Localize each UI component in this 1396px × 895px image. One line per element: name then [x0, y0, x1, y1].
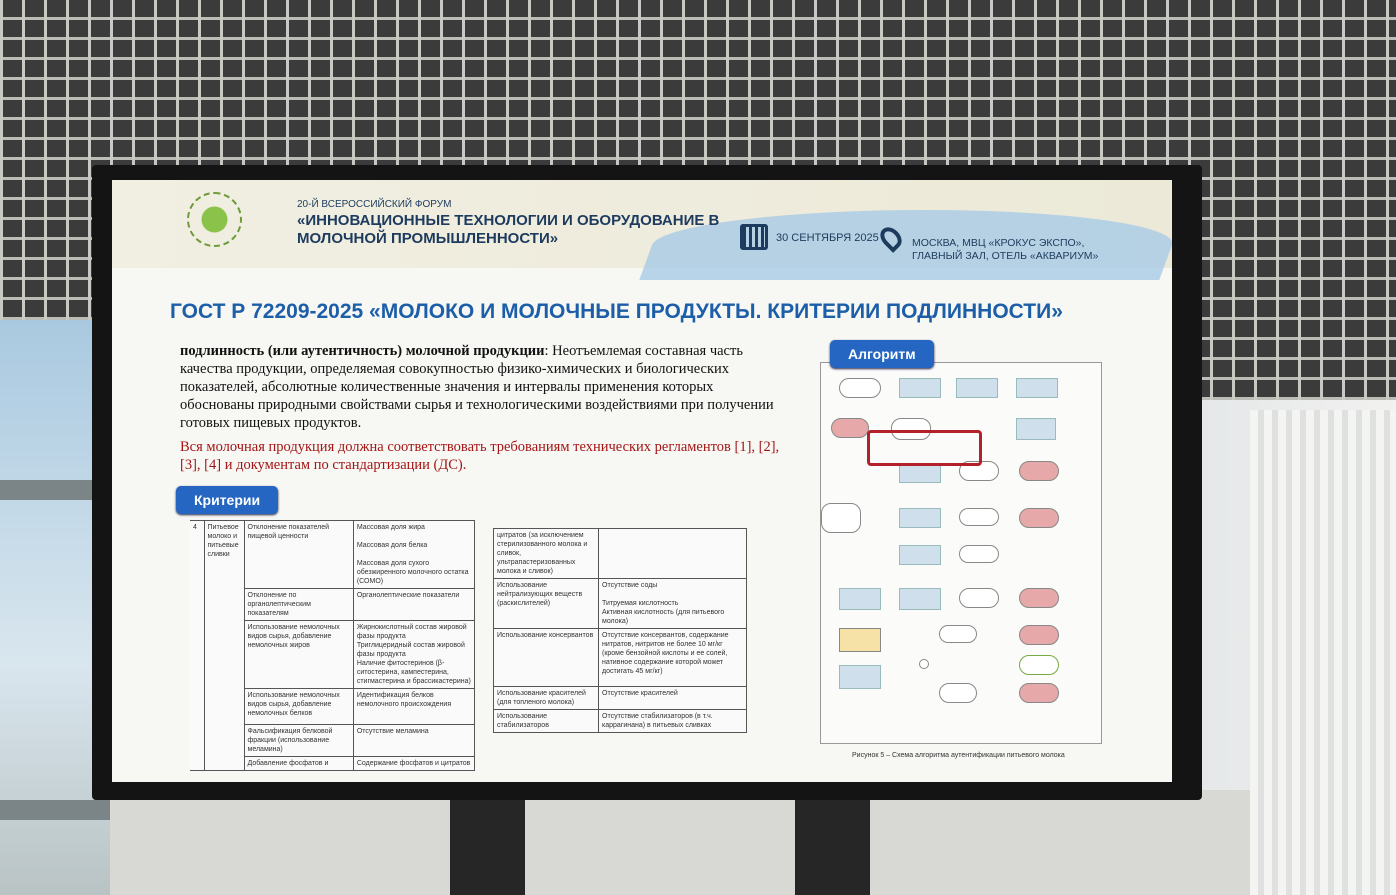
definition-paragraph: подлинность (или аутентичность) молочной…	[180, 342, 790, 432]
cell: Использование немолочных видов сырья, до…	[243, 620, 354, 689]
figure-caption: Рисунок 5 – Схема алгоритма аутентификац…	[852, 752, 1065, 759]
place-line: МОСКВА, МВЦ «КРОКУС ЭКСПО»,	[912, 237, 1085, 249]
flow-node	[831, 418, 869, 438]
cell: Питьевое молоко и питьевые сливки	[203, 520, 245, 771]
term: подлинность (или аутентичность) молочной…	[180, 343, 545, 359]
flow-node	[899, 508, 941, 528]
flow-node	[899, 378, 941, 398]
event-place: МОСКВА, МВЦ «КРОКУС ЭКСПО»,ГЛАВНЫЙ ЗАЛ, …	[912, 237, 1098, 263]
flow-node	[899, 588, 941, 610]
cell: Содержание фосфатов и цитратов	[352, 756, 476, 771]
forum-title: «ИННОВАЦИОННЫЕ ТЕХНОЛОГИИ И ОБОРУДОВАНИЕ…	[297, 212, 720, 247]
flow-node	[839, 378, 881, 398]
criteria-table-2: цитратов (за исключением стерилизованног…	[493, 528, 747, 733]
flow-node	[919, 659, 929, 669]
cell: Отсутствие стабилизаторов (в т.ч. карраг…	[598, 709, 747, 733]
flow-node	[1016, 378, 1058, 398]
flow-node	[1019, 655, 1059, 675]
table-row: Использование немолочных видов сырья, до…	[190, 688, 476, 725]
flow-node	[1019, 508, 1059, 528]
place-line: ГЛАВНЫЙ ЗАЛ, ОТЕЛЬ «АКВАРИУМ»	[912, 250, 1099, 262]
slide: 20-Й ВСЕРОССИЙСКИЙ ФОРУМ «ИННОВАЦИОННЫЕ …	[112, 180, 1172, 782]
flow-node	[1019, 625, 1059, 645]
flow-node	[839, 588, 881, 610]
stand-leg	[450, 790, 525, 895]
cell: Фальсификация белковой фракции (использо…	[243, 724, 354, 757]
cell: Использование красителей (для топленого …	[493, 686, 599, 710]
flow-node	[839, 628, 881, 652]
cell: Жирнокислотный состав жировой фазы проду…	[352, 620, 476, 689]
flow-node	[891, 418, 931, 440]
cell: Органолептические показатели	[352, 588, 476, 621]
slide-header: 20-Й ВСЕРОССИЙСКИЙ ФОРУМ «ИННОВАЦИОННЫЕ …	[112, 180, 1172, 280]
flow-node	[821, 503, 861, 533]
requirement-text: Вся молочная продукция должна соответств…	[180, 439, 780, 473]
table-row: Использование нейтрализующих веществ (ра…	[493, 578, 747, 629]
table-row: Отклонение по органолептическим показате…	[190, 588, 476, 621]
calendar-icon	[740, 224, 768, 250]
cell: Отсутствие консервантов, содержание нитр…	[598, 628, 747, 687]
cell: Отсутствие красителей	[598, 686, 747, 710]
table-row: Фальсификация белковой фракции (использо…	[190, 724, 476, 757]
highlight-frame	[867, 430, 982, 466]
cell: Отклонение показателей пищевой ценности	[243, 520, 354, 589]
cell: Идентификация белков немолочного происхо…	[352, 688, 476, 725]
cell: 4	[190, 520, 205, 771]
curtain	[1250, 410, 1396, 895]
cell: Добавление фосфатов и	[243, 756, 354, 771]
flow-node	[1016, 418, 1056, 440]
event-date: 30 СЕНТЯБРЯ 2025	[776, 232, 879, 244]
flow-node	[1019, 588, 1059, 608]
cell: Использование немолочных видов сырья, до…	[243, 688, 354, 725]
flow-node	[939, 683, 977, 703]
cell: Отсутствие меламина	[352, 724, 476, 757]
flow-node	[1019, 461, 1059, 481]
flow-node	[956, 378, 998, 398]
table-row: цитратов (за исключением стерилизованног…	[493, 528, 747, 579]
left-window	[0, 320, 110, 895]
cell	[598, 528, 747, 579]
cell: Использование нейтрализующих веществ (ра…	[493, 578, 599, 629]
table-row: Использование красителей (для топленого …	[493, 686, 747, 710]
agroprodmash-logo	[187, 192, 242, 247]
flow-node	[959, 545, 999, 563]
cell: Использование консервантов	[493, 628, 599, 687]
flow-node	[899, 545, 941, 565]
forum-label: 20-Й ВСЕРОССИЙСКИЙ ФОРУМ	[297, 199, 452, 210]
flow-node	[899, 463, 941, 483]
cell: цитратов (за исключением стерилизованног…	[493, 528, 599, 579]
definition: : Неотъемлемая составная часть качества …	[180, 343, 774, 431]
algorithm-label: Алгоритм	[830, 340, 934, 368]
stand-leg	[795, 790, 870, 895]
flow-node	[959, 588, 999, 608]
cell: Отклонение по органолептическим показате…	[243, 588, 354, 621]
algorithm-flowchart	[820, 362, 1102, 744]
criteria-label: Критерии	[176, 486, 279, 514]
flow-node	[959, 508, 999, 526]
slide-title: ГОСТ Р 72209-2025 «МОЛОКО И МОЛОЧНЫЕ ПРО…	[170, 300, 1063, 323]
flow-node	[1019, 683, 1059, 703]
flow-node	[939, 625, 977, 643]
table-row: Использование немолочных видов сырья, до…	[190, 620, 476, 689]
flow-node	[839, 665, 881, 689]
wall	[110, 790, 1250, 895]
cell: Использование стабилизаторов	[493, 709, 599, 733]
